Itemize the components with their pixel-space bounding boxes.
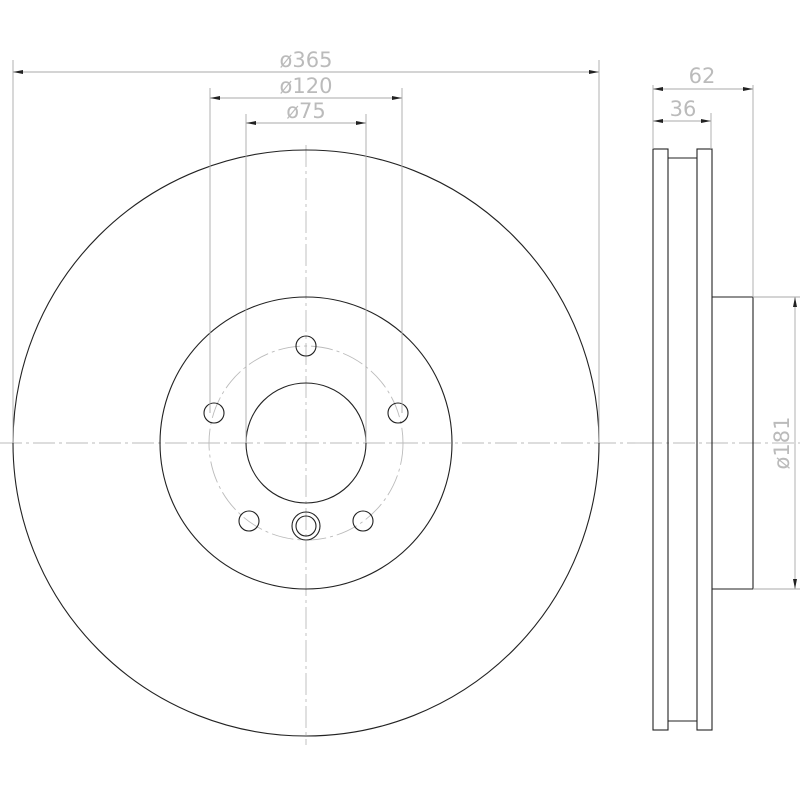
bolt-hole — [203, 402, 225, 424]
center-lines — [0, 145, 800, 745]
outer-friction-plate — [652, 148, 669, 731]
hub-edge — [159, 296, 453, 590]
side-dimensions: 62 36 ø181 — [652, 64, 800, 590]
hat-diameter-label: ø181 — [770, 417, 794, 470]
outer-diameter-label: ø365 — [280, 48, 333, 72]
bolt-hole — [295, 335, 317, 357]
inner-friction-plate — [696, 148, 713, 731]
locating-hole-outer — [291, 511, 321, 541]
hat-section — [712, 296, 754, 590]
bolt-circle-label: ø120 — [280, 74, 333, 98]
locating-hole-inner — [295, 515, 317, 537]
bolt-hole — [352, 510, 374, 532]
bolt-hole — [387, 402, 409, 424]
center-bore-label: ø75 — [286, 99, 326, 123]
thickness-label: 36 — [670, 97, 697, 121]
side-view — [652, 148, 754, 731]
bolt-hole — [238, 510, 260, 532]
overall-height-label: 62 — [689, 64, 716, 88]
front-dimensions: ø365 ø120 ø75 — [12, 48, 600, 443]
